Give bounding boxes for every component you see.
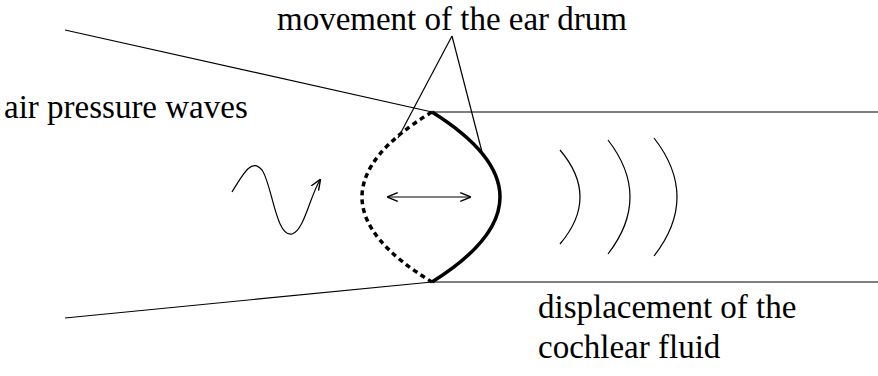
canal-wall xyxy=(432,111,878,112)
fluid-wave xyxy=(560,150,580,244)
fluid-wave xyxy=(654,138,677,256)
canal-wall xyxy=(432,281,878,282)
output-label: displacement of the cochlear fluid xyxy=(538,288,874,367)
leader-line xyxy=(452,36,482,152)
movement-arrow xyxy=(388,196,470,197)
part-label: movement of the ear drum xyxy=(277,0,627,40)
input-label: air pressure waves xyxy=(4,88,248,128)
fluid-wave xyxy=(608,140,630,254)
sound-wave xyxy=(232,166,320,235)
leader-line xyxy=(398,36,452,138)
outer-ear-wall xyxy=(65,282,432,318)
